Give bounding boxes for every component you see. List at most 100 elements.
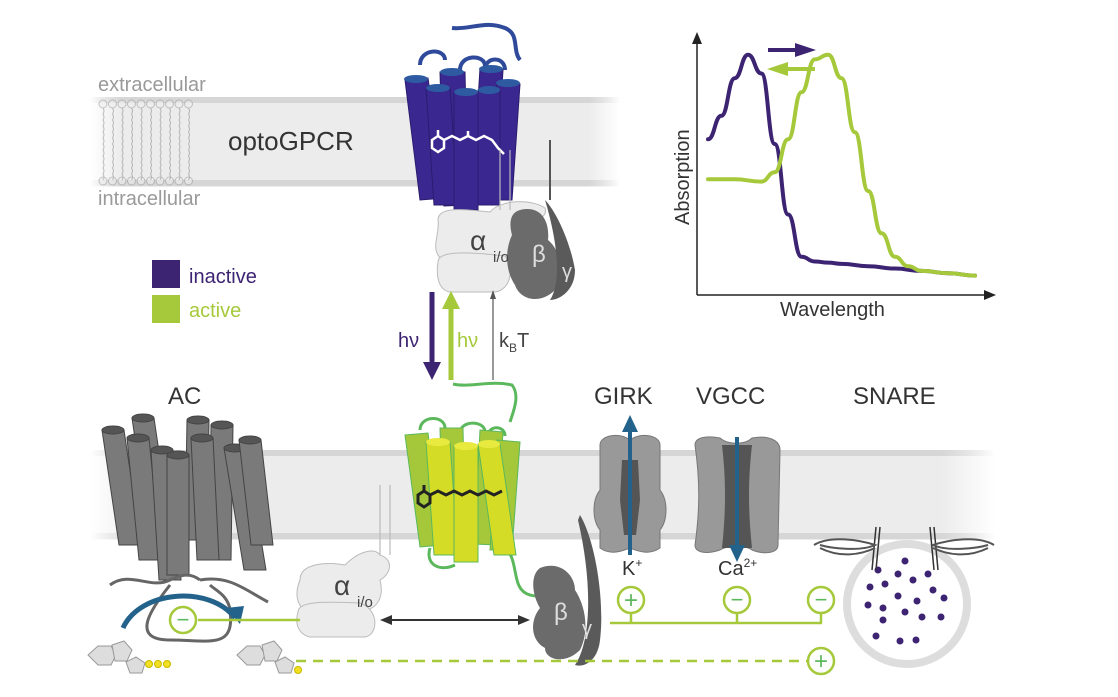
optogpcr-inactive bbox=[404, 22, 522, 211]
ac-helix-top bbox=[150, 445, 174, 455]
snare-label: SNARE bbox=[853, 383, 936, 410]
lipid-head bbox=[127, 176, 136, 186]
retinal-icon bbox=[430, 130, 505, 155]
sign-ac-inhibit: − bbox=[168, 605, 198, 635]
lipid-head bbox=[174, 176, 184, 186]
series-line-active bbox=[706, 52, 977, 278]
lipid-tail bbox=[159, 107, 162, 181]
legend-label-inactive: inactive bbox=[189, 266, 257, 288]
ac-helix-top bbox=[126, 433, 150, 443]
lipid-head bbox=[174, 99, 184, 109]
atp-molecule bbox=[87, 640, 171, 674]
neurotransmitter-dot bbox=[864, 601, 872, 609]
sign-camp-activate: + bbox=[806, 646, 836, 676]
vgcc-label: VGCC bbox=[696, 383, 765, 410]
alpha-label-top: α bbox=[470, 225, 486, 256]
neurotransmitter-dot bbox=[896, 637, 904, 645]
ac-helix-top bbox=[131, 413, 155, 423]
lipid-head bbox=[98, 99, 108, 109]
neurotransmitter-dot bbox=[881, 580, 889, 588]
optogpcr-label: optoGPCR bbox=[228, 126, 354, 156]
lipid-head bbox=[98, 176, 108, 186]
ac-conversion-arrow bbox=[120, 593, 237, 630]
vgcc-channel bbox=[694, 436, 781, 562]
top-membrane bbox=[90, 97, 620, 187]
ac-label: AC bbox=[168, 383, 201, 410]
plus-icon: + bbox=[624, 587, 638, 614]
alpha-label-bottom: α bbox=[334, 570, 350, 601]
ac-helix-top bbox=[186, 415, 210, 425]
neurotransmitter-dot bbox=[894, 570, 902, 578]
beta-label-bottom: β bbox=[554, 599, 568, 626]
lipid-head bbox=[184, 176, 193, 186]
camp-molecule bbox=[236, 640, 302, 674]
lipid-head bbox=[127, 99, 136, 109]
transition-arrows bbox=[423, 290, 496, 380]
thermal-arrow-icon bbox=[490, 290, 496, 299]
neurotransmitter-dot bbox=[929, 586, 937, 594]
hv-inactivation-label: hν bbox=[398, 330, 419, 352]
gamma-label-top: γ bbox=[562, 261, 572, 283]
sign-girk-activate: + bbox=[616, 585, 646, 615]
neurotransmitter-dot bbox=[912, 636, 920, 644]
ac-helix-top bbox=[166, 450, 190, 460]
lipid-tail bbox=[140, 107, 143, 181]
left-arrow-icon bbox=[380, 615, 392, 625]
neurotransmitter-dot bbox=[879, 604, 887, 612]
alpha-sub-label-bottom: i/o bbox=[357, 594, 373, 611]
lipid-head bbox=[155, 99, 165, 109]
retinal-icon bbox=[416, 485, 503, 509]
thermal-k-label: kBT bbox=[499, 330, 529, 355]
minus-icon: − bbox=[731, 587, 744, 612]
blueshift-arrow-icon bbox=[767, 62, 788, 76]
down-arrow-icon bbox=[423, 362, 441, 380]
legend-swatch-active bbox=[152, 295, 180, 323]
ca-influx-arrow-icon bbox=[729, 545, 745, 562]
ac-helix-top bbox=[210, 420, 234, 430]
lipid-bilayer-icon bbox=[98, 99, 193, 186]
lipid-tail bbox=[111, 107, 114, 181]
up-arrow-icon bbox=[442, 291, 460, 309]
signalling-lines bbox=[198, 613, 823, 663]
beta-label-top: β bbox=[532, 241, 546, 268]
adenylyl-cyclase bbox=[101, 413, 274, 643]
neurotransmitter-dot bbox=[866, 583, 874, 591]
lipid-head bbox=[117, 176, 127, 186]
redshift-arrow-icon bbox=[795, 43, 816, 57]
ac-helix-top bbox=[190, 433, 214, 443]
lipid-head bbox=[146, 99, 155, 109]
neurotransmitter-dot bbox=[924, 570, 932, 578]
lipid-tail bbox=[168, 107, 171, 181]
neurotransmitter-dot bbox=[872, 632, 880, 640]
plus-icon: + bbox=[814, 648, 828, 675]
lipid-head bbox=[136, 176, 146, 186]
sign-snare-inhibit: − bbox=[806, 585, 836, 615]
minus-icon: − bbox=[815, 587, 828, 612]
chart-ylabel: Absorption bbox=[672, 129, 694, 225]
series-line-inactive bbox=[706, 52, 977, 278]
gamma-label-bottom: γ bbox=[582, 618, 592, 640]
neurotransmitter-dot bbox=[918, 613, 926, 621]
neurotransmitter-dot bbox=[940, 594, 948, 602]
neurotransmitter-dot bbox=[894, 592, 902, 600]
lipid-tail bbox=[121, 107, 124, 181]
ac-helix bbox=[166, 454, 190, 576]
chart-xlabel: Wavelength bbox=[780, 299, 885, 321]
extracellular-label: extracellular bbox=[98, 74, 206, 96]
ac-arrow-head-icon bbox=[226, 606, 244, 624]
snare-vesicle bbox=[813, 526, 995, 668]
lipid-head bbox=[184, 99, 193, 109]
alpha-sub-label-top: i/o bbox=[493, 249, 509, 266]
lipid-head bbox=[108, 176, 117, 186]
k-efflux-arrow-icon bbox=[622, 415, 638, 432]
lipid-head bbox=[117, 99, 127, 109]
girk-channel bbox=[593, 415, 667, 555]
lipid-tail bbox=[178, 107, 181, 181]
legend-swatch-inactive bbox=[152, 260, 180, 288]
ac-helix-top bbox=[101, 425, 125, 435]
lipid-tail bbox=[187, 107, 190, 181]
lipid-tail bbox=[130, 107, 133, 181]
lipid-tail bbox=[149, 107, 152, 181]
absorption-chart: Wavelength Absorption bbox=[672, 32, 996, 321]
